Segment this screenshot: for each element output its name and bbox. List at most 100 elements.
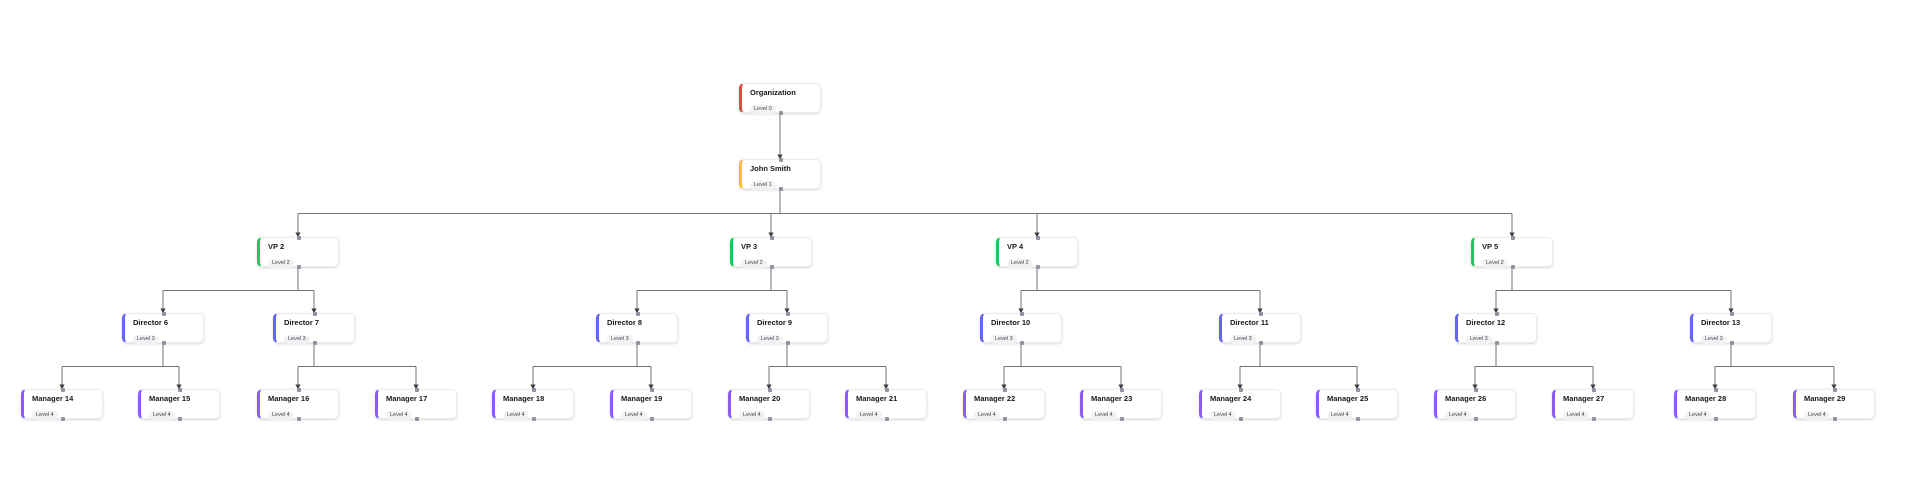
target-handle-icon[interactable] [415, 387, 419, 392]
source-handle-icon[interactable] [1730, 340, 1734, 345]
source-handle-icon[interactable] [786, 340, 790, 345]
target-handle-icon[interactable] [1511, 235, 1515, 240]
source-handle-icon[interactable] [1120, 416, 1124, 421]
source-handle-icon[interactable] [1592, 416, 1596, 421]
source-handle-icon[interactable] [1003, 416, 1007, 421]
target-handle-icon[interactable] [61, 387, 65, 392]
target-handle-icon[interactable] [297, 387, 301, 392]
target-handle-icon[interactable] [1356, 387, 1360, 392]
source-handle-icon[interactable] [162, 340, 166, 345]
target-handle-icon[interactable] [1020, 311, 1024, 316]
level-badge: Level 3 [284, 335, 310, 344]
node-title: Manager 20 [739, 394, 781, 403]
target-handle-icon[interactable] [636, 311, 640, 316]
target-handle-icon[interactable] [650, 387, 654, 392]
target-handle-icon[interactable] [885, 387, 889, 392]
target-handle-icon[interactable] [1592, 387, 1596, 392]
target-handle-icon[interactable] [1833, 387, 1837, 392]
source-handle-icon[interactable] [297, 416, 301, 421]
source-handle-icon[interactable] [1239, 416, 1243, 421]
org-node-d7[interactable]: Director 7 Level 3 [273, 311, 355, 345]
source-handle-icon[interactable] [779, 186, 783, 191]
target-handle-icon[interactable] [786, 311, 790, 316]
source-handle-icon[interactable] [1259, 340, 1263, 345]
source-handle-icon[interactable] [1036, 264, 1040, 269]
target-handle-icon[interactable] [768, 387, 772, 392]
source-handle-icon[interactable] [1511, 264, 1515, 269]
level-badge: Level 2 [1482, 259, 1508, 268]
target-handle-icon[interactable] [1120, 387, 1124, 392]
level-badge: Level 4 [503, 411, 529, 420]
source-handle-icon[interactable] [650, 416, 654, 421]
target-handle-icon[interactable] [1474, 387, 1478, 392]
node-title: Director 7 [284, 318, 320, 327]
target-handle-icon[interactable] [178, 387, 182, 392]
source-handle-icon[interactable] [61, 416, 65, 421]
source-handle-icon[interactable] [885, 416, 889, 421]
source-handle-icon[interactable] [779, 110, 783, 115]
source-handle-icon[interactable] [415, 416, 419, 421]
target-handle-icon[interactable] [1730, 311, 1734, 316]
level-badge: Level 4 [149, 411, 175, 420]
source-handle-icon[interactable] [1474, 416, 1478, 421]
node-title: Director 9 [757, 318, 793, 327]
target-handle-icon[interactable] [1714, 387, 1718, 392]
target-handle-icon[interactable] [532, 387, 536, 392]
source-handle-icon[interactable] [1833, 416, 1837, 421]
target-handle-icon[interactable] [770, 235, 774, 240]
level-badge: Level 0 [750, 105, 776, 114]
target-handle-icon[interactable] [1259, 311, 1263, 316]
source-handle-icon[interactable] [178, 416, 182, 421]
source-handle-icon[interactable] [636, 340, 640, 345]
target-handle-icon[interactable] [313, 311, 317, 316]
target-handle-icon[interactable] [1495, 311, 1499, 316]
target-handle-icon[interactable] [162, 311, 166, 316]
target-handle-icon[interactable] [1003, 387, 1007, 392]
source-handle-icon[interactable] [1495, 340, 1499, 345]
node-title: Manager 21 [856, 394, 898, 403]
source-handle-icon[interactable] [1356, 416, 1360, 421]
target-handle-icon[interactable] [1036, 235, 1040, 240]
target-handle-icon[interactable] [779, 157, 783, 162]
source-handle-icon[interactable] [770, 264, 774, 269]
source-handle-icon[interactable] [297, 264, 301, 269]
node-title: Organization [750, 88, 796, 97]
target-handle-icon[interactable] [1239, 387, 1243, 392]
source-handle-icon[interactable] [313, 340, 317, 345]
source-handle-icon[interactable] [1714, 416, 1718, 421]
target-handle-icon[interactable] [297, 235, 301, 240]
source-handle-icon[interactable] [768, 416, 772, 421]
source-handle-icon[interactable] [532, 416, 536, 421]
source-handle-icon[interactable] [1020, 340, 1024, 345]
